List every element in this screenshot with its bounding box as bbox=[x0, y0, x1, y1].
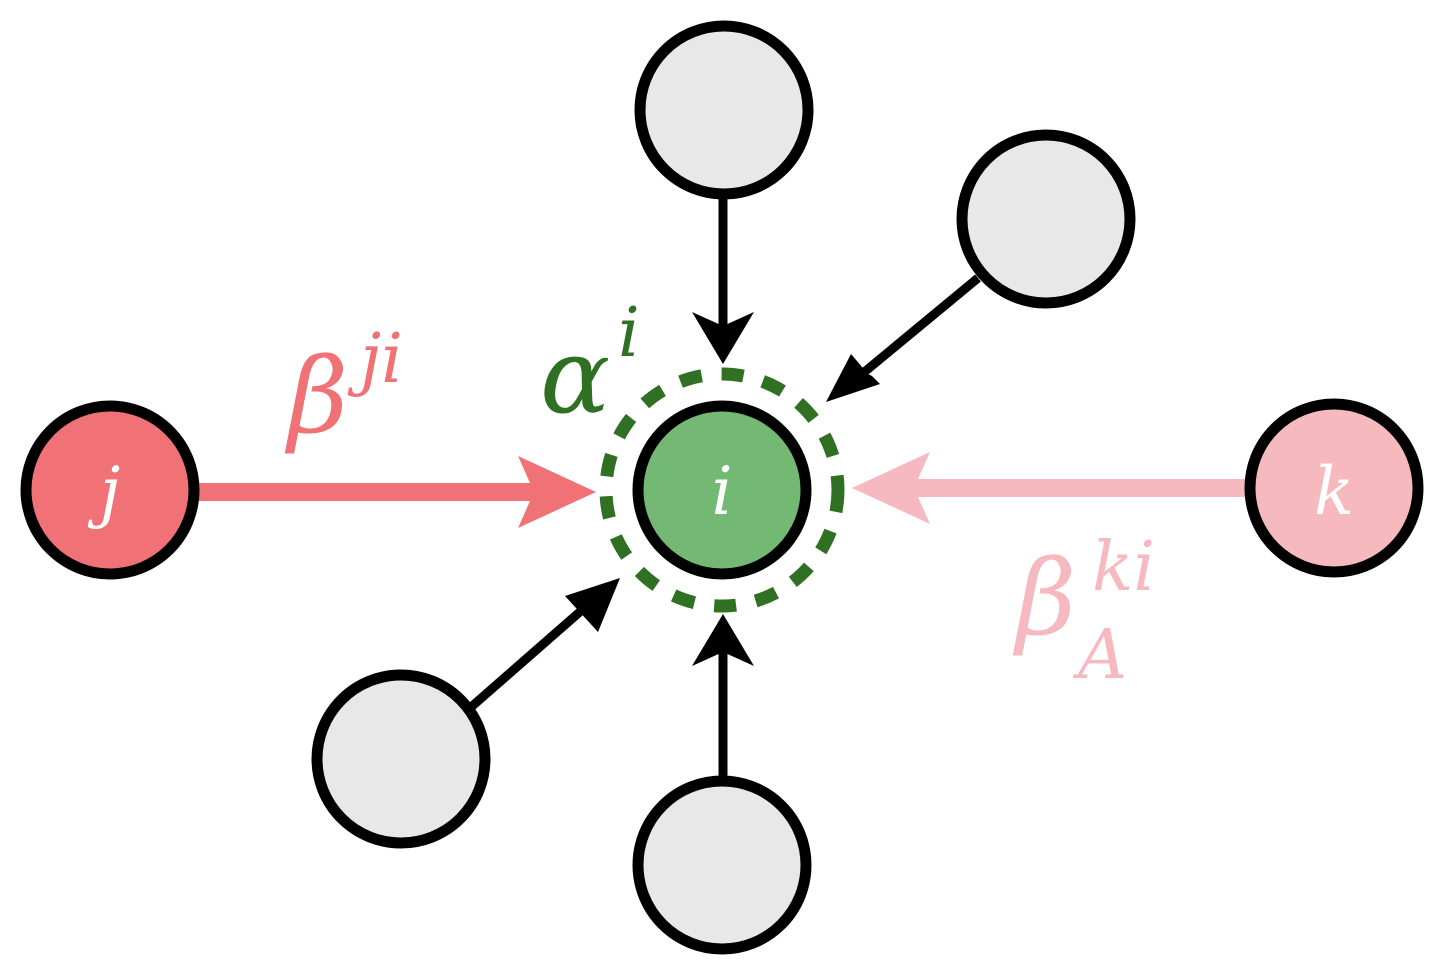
edge-k-to-i bbox=[852, 452, 1248, 524]
node-i bbox=[632, 400, 812, 580]
node-k bbox=[1244, 398, 1424, 578]
label-alpha-i: α i bbox=[540, 294, 640, 437]
alpha-i-superscript: i bbox=[618, 294, 640, 373]
node-j bbox=[20, 400, 200, 580]
edge-top-to-i bbox=[692, 198, 754, 364]
neighbor-node-lower-left bbox=[311, 669, 491, 849]
beta-ki-subscript: A bbox=[1072, 616, 1127, 695]
beta-ki-base: β bbox=[1012, 537, 1076, 659]
node-k-label: k bbox=[1314, 453, 1354, 530]
alpha-i-base: α bbox=[540, 315, 610, 437]
beta-ji-base: β bbox=[284, 335, 348, 457]
edge-j-to-i bbox=[198, 456, 596, 528]
edge-lower-left-to-i bbox=[467, 578, 620, 712]
beta-ji-superscript: ji bbox=[347, 320, 403, 399]
label-beta-ji: β ji bbox=[284, 320, 403, 457]
dashed-ring-alpha bbox=[599, 367, 845, 613]
node-i-label: i bbox=[711, 453, 732, 530]
edge-upper-right-to-i bbox=[826, 274, 981, 402]
edge-bottom-to-i bbox=[692, 614, 754, 778]
beta-ki-superscript: ki bbox=[1092, 528, 1155, 607]
neighbor-node-top bbox=[634, 20, 814, 200]
neighbor-node-upper-right bbox=[956, 129, 1136, 309]
label-beta-ki-A: β ki A bbox=[1012, 528, 1155, 695]
neighbor-node-bottom bbox=[632, 775, 812, 955]
